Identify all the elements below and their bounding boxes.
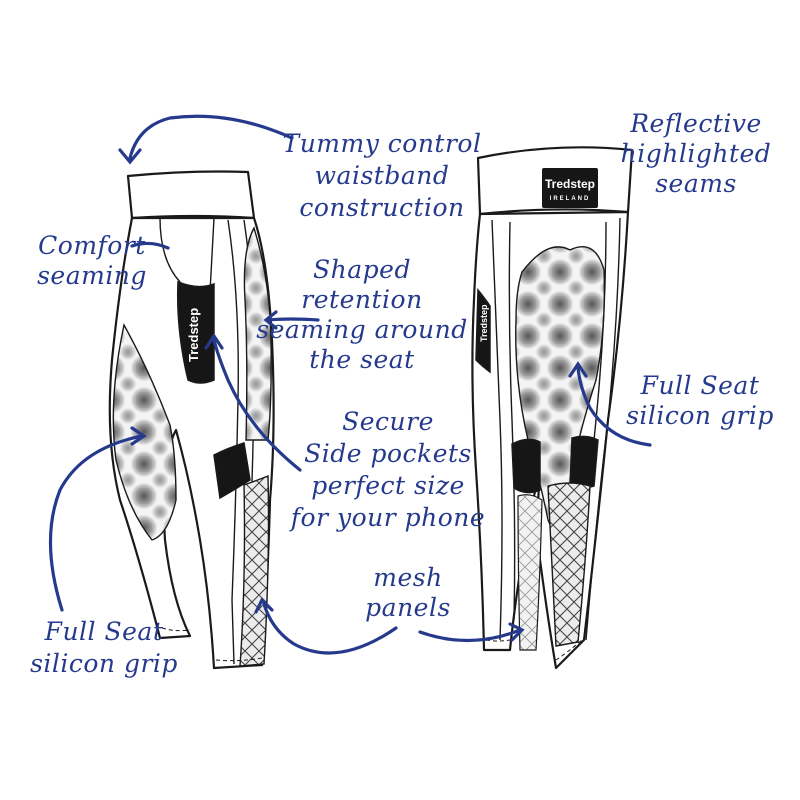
annotation-reflective-seams: Reflective highlighted seams [621,109,772,198]
comfort-line-1: Comfort [38,231,146,260]
full-seat-back-line-1: Full Seat [640,371,760,400]
mesh-line-1: mesh [373,563,442,592]
back-view-legging: Tredstep IRELAND Tredstep [471,146,634,670]
shaped-line-3: seaming around [256,315,467,344]
annotation-secure-pockets: Secure Side pockets perfect size for you… [289,407,485,532]
side-leg-body [108,216,275,670]
back-knee-patch-left [511,438,541,494]
back-mesh-panel [547,482,591,647]
back-hip-insert [475,287,491,374]
shaped-line-4: the seat [309,345,415,374]
full-seat-back-line-2: silicon grip [626,401,774,430]
back-brand-label [542,168,598,208]
side-mesh-panel [239,474,270,667]
side-brand-logo: Tredstep [186,308,201,362]
full-seat-side-line-1: Full Seat [44,617,164,646]
back-knee-patch-right [569,435,599,489]
shaped-line-1: Shaped [313,255,411,284]
pockets-line-4: for your phone [289,503,485,532]
arrow-mesh-side [262,602,398,655]
annotation-tummy-control: Tummy control waistband construction [283,129,482,222]
arrow-secure-pockets [212,338,302,472]
annotation-full-seat-side: Full Seat silicon grip [30,617,178,678]
annotation-full-seat-back: Full Seat silicon grip [626,371,774,430]
full-seat-side-line-2: silicon grip [30,649,178,678]
arrow-comfort-seaming [130,241,170,250]
tummy-line-2: waistband [315,161,450,190]
arrow-mesh-back [418,628,522,643]
pockets-line-3: perfect size [311,471,465,500]
shaped-line-2: retention [301,285,422,314]
reflective-line-2: highlighted [621,139,772,168]
annotation-comfort-seaming: Comfort seaming [37,231,147,290]
pockets-line-1: Secure [342,407,434,436]
mesh-line-2: panels [365,593,451,622]
annotation-mesh-panels: mesh panels [365,563,451,622]
reflective-line-3: seams [655,169,737,198]
annotation-arrows [48,114,652,655]
back-mesh-panel-light [517,494,543,651]
side-seat-grip-main [112,323,177,541]
arrow-tummy-control [128,114,294,160]
arrow-shaped-retention [266,317,320,322]
back-hip-logo: Tredstep [479,304,489,342]
side-knee-patch [213,442,251,500]
side-view-legging: Tredstep [108,170,275,670]
arrow-full-seat-side [48,434,144,612]
reflective-line-1: Reflective [629,109,762,138]
side-pocket [176,280,215,384]
tummy-line-1: Tummy control [283,129,482,158]
back-brand-subtitle: IRELAND [550,196,591,202]
annotation-shaped-retention: Shaped retention seaming around the seat [256,255,467,374]
side-waistband [126,170,256,220]
comfort-line-2: seaming [37,261,147,290]
tummy-line-3: construction [299,193,464,222]
arrow-full-seat-back [576,366,652,447]
pockets-line-2: Side pockets [304,439,472,468]
back-brand-logo: Tredstep [545,177,595,191]
